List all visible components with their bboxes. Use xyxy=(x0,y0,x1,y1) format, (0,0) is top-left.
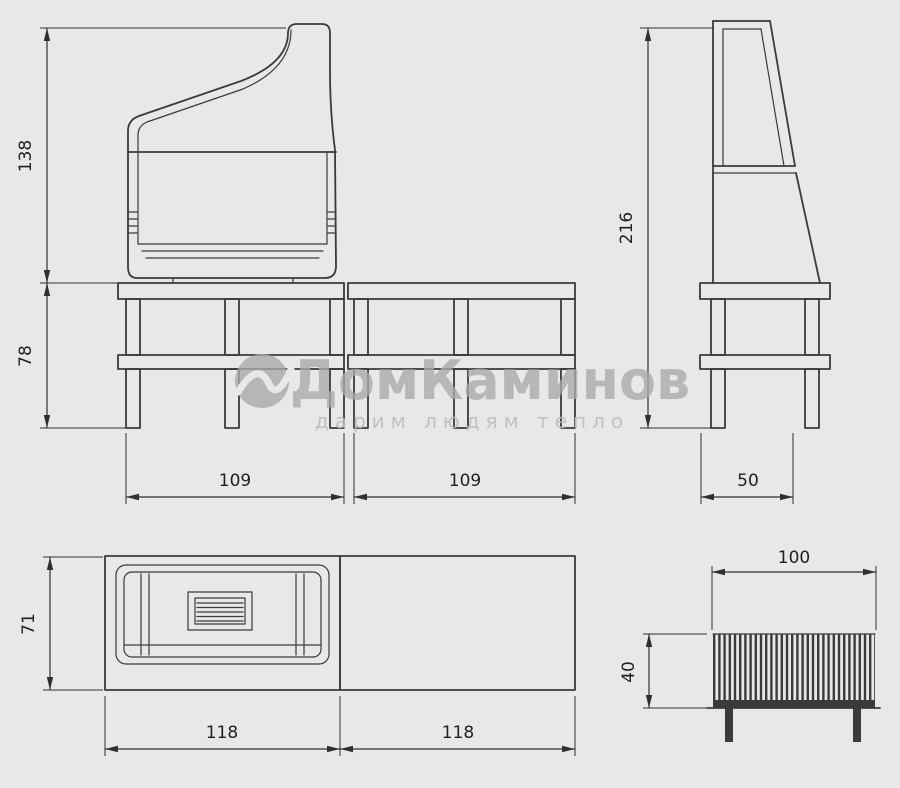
bench-support xyxy=(560,298,576,356)
grille-leg xyxy=(853,708,861,742)
bench-support xyxy=(804,298,820,356)
vent-slots xyxy=(128,211,336,234)
dimensions: 138 78 109 109 216 xyxy=(16,27,877,756)
bench-slab xyxy=(117,282,345,300)
dim-label: 71 xyxy=(19,613,39,635)
dim-side-height: 216 xyxy=(617,27,714,429)
watermark-brand: ДомКаминов xyxy=(290,349,690,412)
bench-support xyxy=(453,298,469,356)
bench-support xyxy=(710,298,726,356)
plan-view xyxy=(104,555,576,691)
grille-bottom-rail xyxy=(713,700,875,708)
hood-inner-line xyxy=(137,29,292,152)
dim-label: 118 xyxy=(442,723,474,743)
dim-label: 216 xyxy=(617,212,637,244)
watermark: ДомКаминов дарим людям тепло xyxy=(234,349,690,433)
dim-grille-height: 40 xyxy=(619,633,707,709)
dim-grille-width: 100 xyxy=(711,548,877,630)
dim-label: 50 xyxy=(737,471,759,491)
dim-front-left-width: 109 xyxy=(125,433,345,504)
watermark-tagline: дарим людям тепло xyxy=(315,409,629,433)
grille-view xyxy=(706,633,881,742)
plan-module-left xyxy=(104,555,341,691)
bench-support xyxy=(224,298,240,356)
bench-leg xyxy=(453,368,469,429)
dim-front-right-width: 109 xyxy=(353,433,576,504)
dim-label: 109 xyxy=(449,471,481,491)
bench-leg xyxy=(329,368,345,429)
bench-shelf xyxy=(699,354,831,370)
bench-left xyxy=(117,282,345,429)
dim-front-lower-height: 78 xyxy=(16,283,127,429)
bench-leg xyxy=(125,368,141,429)
bench-support xyxy=(125,298,141,356)
bench-slab xyxy=(699,282,831,300)
plan-module-right xyxy=(339,555,576,691)
bench-right xyxy=(347,282,576,429)
front-view xyxy=(117,23,576,429)
dim-label: 138 xyxy=(16,140,36,172)
firebox xyxy=(137,151,328,259)
bench-leg xyxy=(804,368,820,429)
bench-slab xyxy=(347,282,576,300)
dim-label: 40 xyxy=(619,661,639,683)
bench-leg xyxy=(224,368,240,429)
dim-plan-right-width: 118 xyxy=(340,696,576,756)
grille-fins xyxy=(713,634,875,708)
dim-plan-depth: 71 xyxy=(19,556,103,691)
hood-outline xyxy=(127,23,337,279)
side-view xyxy=(699,20,831,429)
bench-leg xyxy=(353,368,369,429)
dim-front-upper-height: 138 xyxy=(16,27,286,284)
grille-leg xyxy=(725,708,733,742)
bench-support xyxy=(353,298,369,356)
dim-label: 78 xyxy=(16,345,36,367)
dim-side-depth: 50 xyxy=(700,433,794,504)
dim-plan-left-width: 118 xyxy=(104,696,341,756)
watermark-logo-icon xyxy=(234,354,295,408)
plan-grille xyxy=(187,591,253,631)
bench-leg xyxy=(710,368,726,429)
dim-label: 100 xyxy=(778,548,810,568)
dim-label: 109 xyxy=(219,471,251,491)
bench-leg xyxy=(560,368,576,429)
bench-support xyxy=(329,298,345,356)
dim-label: 118 xyxy=(206,723,238,743)
